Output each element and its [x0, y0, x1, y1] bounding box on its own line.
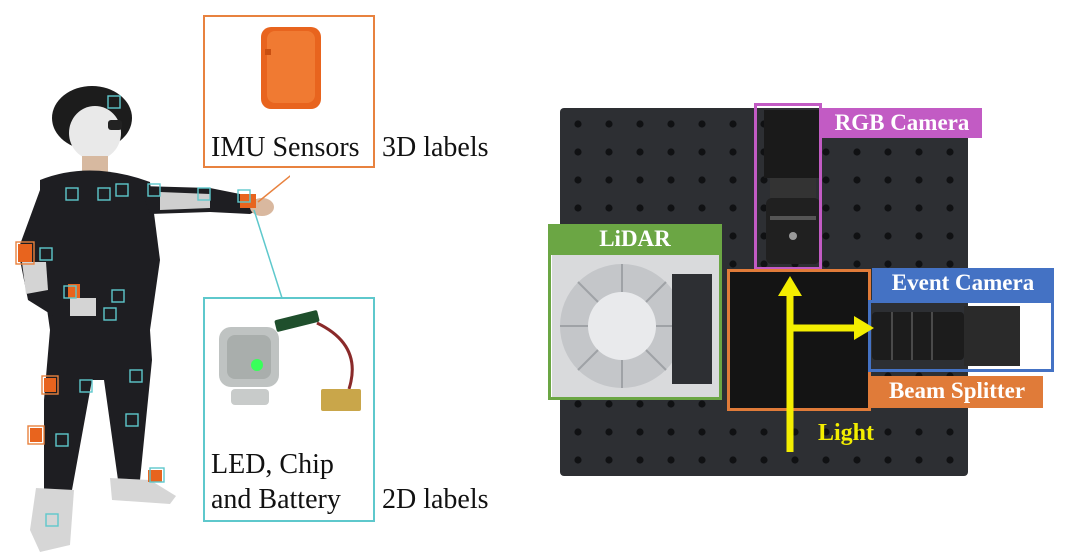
face-blur — [69, 106, 121, 160]
beam-splitter-label: Beam Splitter — [871, 376, 1043, 408]
person-figure — [15, 86, 290, 552]
light-label: Light — [818, 420, 875, 446]
imu-sensor-image — [261, 27, 321, 109]
event-camera-device — [872, 306, 1020, 366]
rgb-camera-label: RGB Camera — [822, 108, 982, 138]
led-chip-battery-callout — [203, 297, 375, 522]
led-chip-battery-image — [219, 310, 361, 411]
rgb-camera-device — [764, 110, 822, 264]
led-2d-labels-text: 2D labels — [382, 484, 489, 515]
imu-sensor-callout — [203, 15, 375, 168]
led-chip-label-line1: LED, Chip — [211, 449, 334, 480]
event-camera-label: Event Camera — [872, 268, 1054, 302]
lidar-device — [552, 254, 720, 398]
led-chip-label-line2: and Battery — [211, 484, 341, 515]
imu-3d-labels-text: 3D labels — [382, 132, 489, 163]
lidar-box — [548, 252, 722, 400]
event-camera-box — [868, 300, 1054, 372]
light-path-arrows — [778, 276, 874, 452]
rgb-camera-box — [754, 103, 822, 270]
lidar-label: LiDAR — [548, 224, 722, 254]
imu-sensors-label: IMU Sensors — [211, 132, 360, 163]
